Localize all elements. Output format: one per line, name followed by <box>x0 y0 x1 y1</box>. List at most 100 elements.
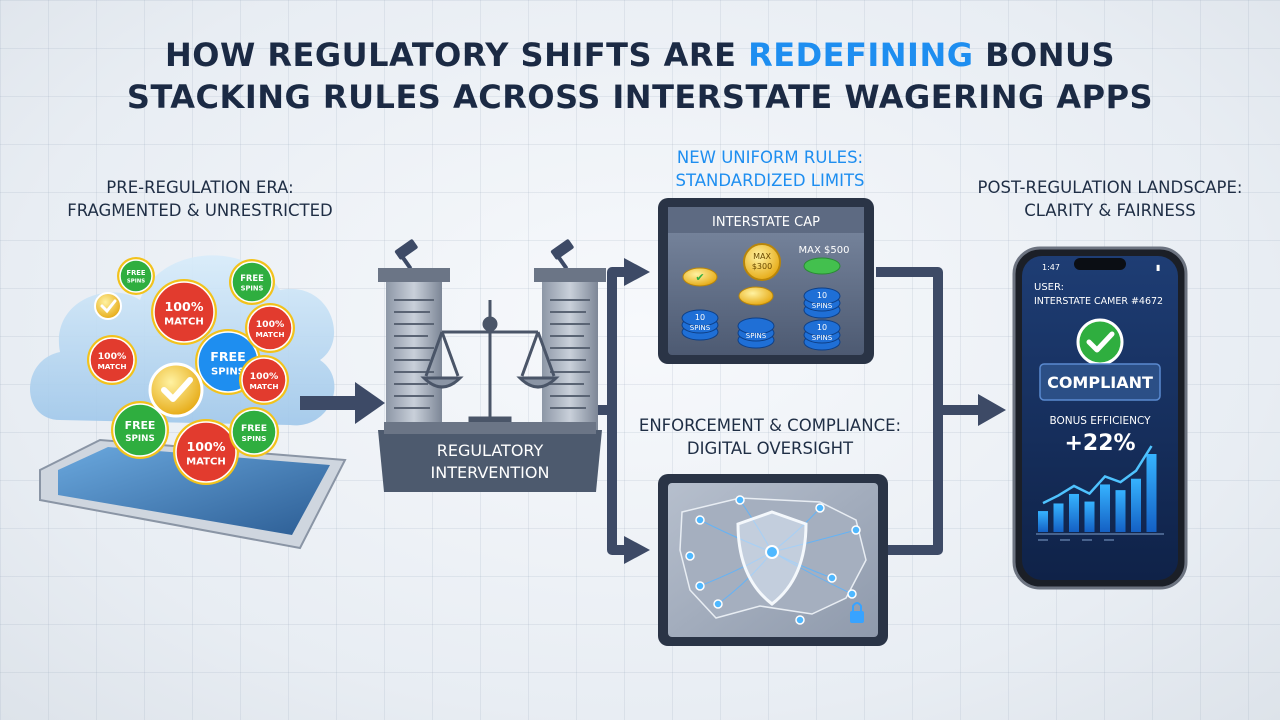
title-highlight: REDEFINING <box>748 36 974 74</box>
uniform-rules-title: NEW UNIFORM RULES: STANDARDIZED LIMITS <box>675 148 865 190</box>
network-node <box>695 515 705 525</box>
badge-text: MATCH <box>164 317 204 328</box>
regulatory-label-line2: INTERVENTION <box>431 463 550 482</box>
shield-center-node <box>765 545 779 559</box>
gavel-icon <box>550 239 574 270</box>
badge-text: MATCH <box>97 362 126 371</box>
chip-stack: SPINS <box>737 317 775 349</box>
phone-time: 1:47 <box>1042 263 1060 272</box>
lock-icon <box>850 602 864 623</box>
badge-text: MATCH <box>255 330 284 339</box>
badge-text: 100% <box>187 439 226 454</box>
network-node <box>815 503 825 513</box>
compliant-check-icon <box>1076 318 1124 366</box>
chip-label: 10 <box>817 323 827 332</box>
badge-text: 100% <box>165 299 204 314</box>
check-icon: ✔ <box>695 271 704 284</box>
network-nodes <box>685 495 861 625</box>
interstate-cap-header: INTERSTATE CAP <box>712 215 820 230</box>
chip-label: 10 <box>817 291 827 300</box>
badge-text: FREE <box>127 269 146 277</box>
tablet-screen <box>58 447 330 535</box>
phone-device: 1:47 ▮ USER: INTERSTATE CAMER #4672 COMP… <box>1012 246 1188 590</box>
axis-ticks <box>1036 533 1164 541</box>
metric-value: +22% <box>1064 431 1135 456</box>
metric-label: BONUS EFFICIENCY <box>1049 415 1151 427</box>
regulatory-illustration: REGULATORY INTERVENTION <box>378 239 606 492</box>
efficiency-bar-chart <box>1038 454 1157 532</box>
arrow-head <box>624 258 650 286</box>
branch-arrows <box>598 267 982 555</box>
efficiency-bar <box>1115 490 1126 532</box>
svg-text:$300: $300 <box>752 262 772 271</box>
bonus-badge: 100% MATCH <box>151 279 217 345</box>
uniform-rules-tablet: INTERSTATE CAP MAX $500 MAX $300 ✔ 10SPI… <box>658 198 874 364</box>
bonus-badge: 100%MATCH <box>245 303 295 353</box>
network-node <box>695 581 705 591</box>
badge-text: 100% <box>98 351 127 362</box>
bonus-badges: 100%MATCHFREESPINS100%MATCHFREESPINS100%… <box>87 257 295 485</box>
network-node <box>713 599 723 609</box>
trend-line <box>1042 445 1153 505</box>
badge-text: FREE <box>210 349 246 364</box>
badge-text: SPINS <box>211 367 245 378</box>
network-node <box>851 525 861 535</box>
pre-regulation-illustration: 100%MATCHFREESPINS100%MATCHFREESPINS100%… <box>30 255 347 550</box>
network-node <box>795 615 805 625</box>
balance-scale-icon <box>420 300 560 430</box>
badge-text: 100% <box>256 319 285 330</box>
page-title: HOW REGULATORY SHIFTS ARE REDEFINING BON… <box>126 36 1154 116</box>
arrow-head <box>624 536 650 564</box>
chip-label: SPINS <box>690 324 711 332</box>
network-node <box>735 495 745 505</box>
regulatory-label-line1: REGULATORY <box>437 441 544 460</box>
arrow-head <box>978 394 1006 426</box>
efficiency-bar <box>1053 503 1064 532</box>
efficiency-bar <box>1069 493 1079 532</box>
green-chip <box>803 257 841 275</box>
bonus-badge: 100%MATCH <box>173 419 239 485</box>
battery-icon: ▮ <box>1156 263 1160 272</box>
network-node <box>827 573 837 583</box>
user-id: INTERSTATE CAMER #4672 <box>1034 296 1163 307</box>
svg-text:MAX: MAX <box>753 252 771 261</box>
pre-regulation-title: PRE-REGULATION ERA: FRAGMENTED & UNRESTR… <box>67 178 333 220</box>
badge-text: SPINS <box>125 434 155 444</box>
check-coin-icon <box>148 362 204 418</box>
efficiency-bar <box>1038 511 1048 532</box>
compliant-status: COMPLIANT <box>1047 373 1153 392</box>
gold-coin <box>738 286 774 306</box>
phone-notch <box>1074 258 1126 270</box>
badge-text: 100% <box>250 371 279 382</box>
efficiency-bar <box>1100 484 1110 532</box>
post-regulation-title: POST-REGULATION LANDSCAPE: CLARITY & FAI… <box>977 178 1243 220</box>
network-node <box>685 551 695 561</box>
badge-text: SPINS <box>242 434 267 443</box>
check-coin-icon <box>94 292 122 320</box>
network-node <box>847 589 857 599</box>
regulatory-base <box>378 430 602 492</box>
badge-text: SPINS <box>241 284 264 292</box>
arrow-to-regulation <box>300 382 385 424</box>
gavel-icon <box>394 239 418 270</box>
chip-label: SPINS <box>812 302 833 310</box>
document-pillar-right <box>534 268 606 430</box>
enforcement-tablet <box>658 474 888 646</box>
max-label: MAX $500 <box>799 245 850 256</box>
user-label: USER: <box>1034 282 1064 293</box>
bonus-badge: 100%MATCH <box>239 355 289 405</box>
gold-coin <box>743 243 781 281</box>
efficiency-bar <box>1146 454 1157 532</box>
enforcement-title: ENFORCEMENT & COMPLIANCE: DIGITAL OVERSI… <box>638 416 902 458</box>
chip-label: SPINS <box>812 334 833 342</box>
efficiency-bar <box>1131 478 1141 532</box>
